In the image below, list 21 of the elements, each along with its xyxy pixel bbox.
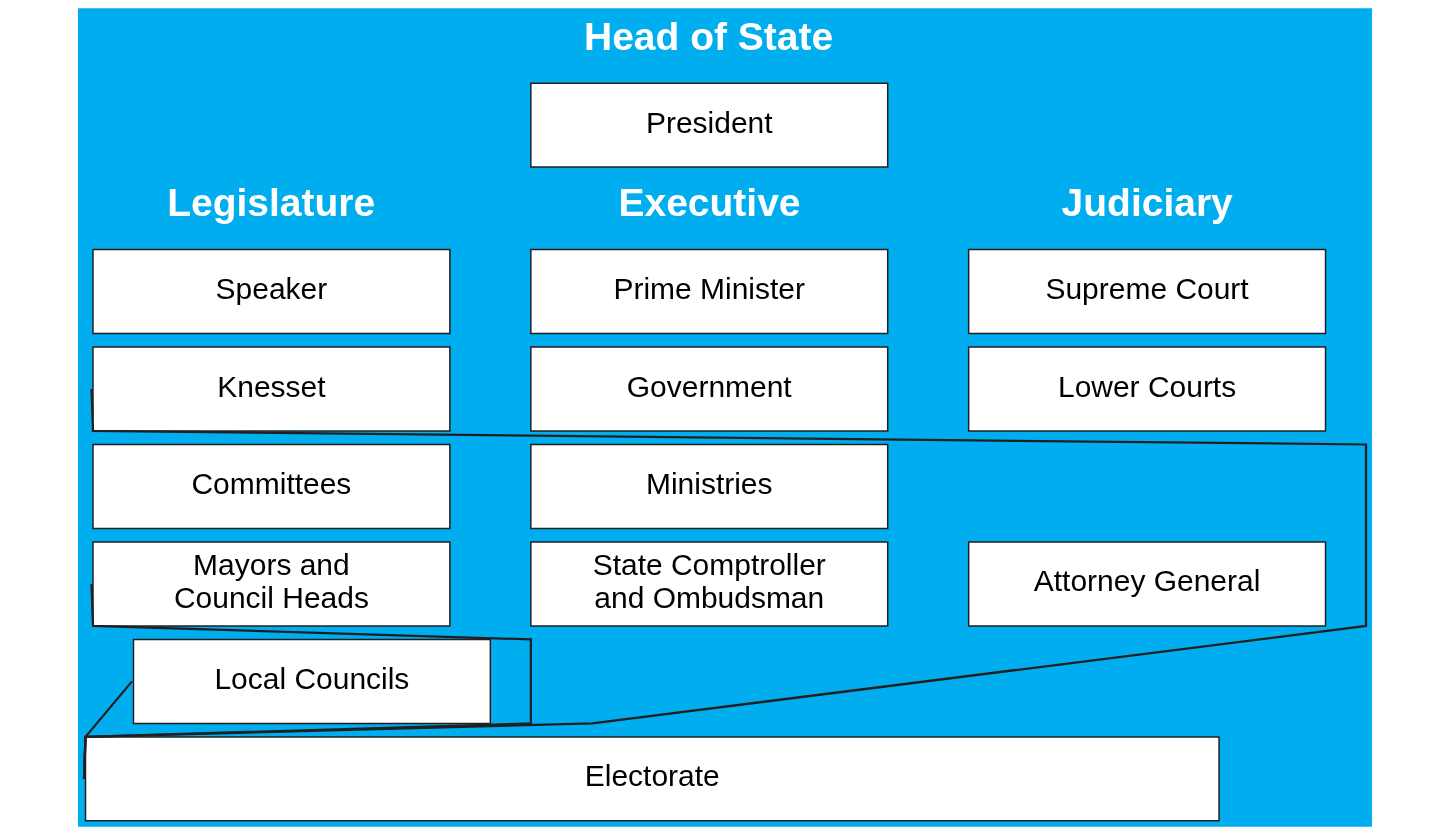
node-box: President [530,82,889,168]
node-box: Lower Courts [967,346,1327,432]
node-box: State Comptroller and Ombudsman [530,541,889,627]
node-box: Knesset [92,346,451,432]
label: Judiciary [1061,181,1233,225]
node-box: Speaker [92,248,451,335]
label: Legislature [167,181,376,225]
node-box: Local Councils [132,638,492,725]
connector [82,388,1368,779]
node-box: Ministries [530,443,889,530]
label: Executive [618,181,801,225]
node-box: Electorate [84,736,1220,822]
label: Head of State [584,14,834,58]
node-box: Prime Minister [530,248,889,335]
connector [82,583,532,779]
node-box: Attorney General [967,541,1327,627]
node-box: Government [530,346,889,432]
connector [82,680,133,779]
node-box: Mayors and Council Heads [92,541,451,627]
node-box: Committees [92,443,451,530]
node-box: Supreme Court [967,248,1327,335]
